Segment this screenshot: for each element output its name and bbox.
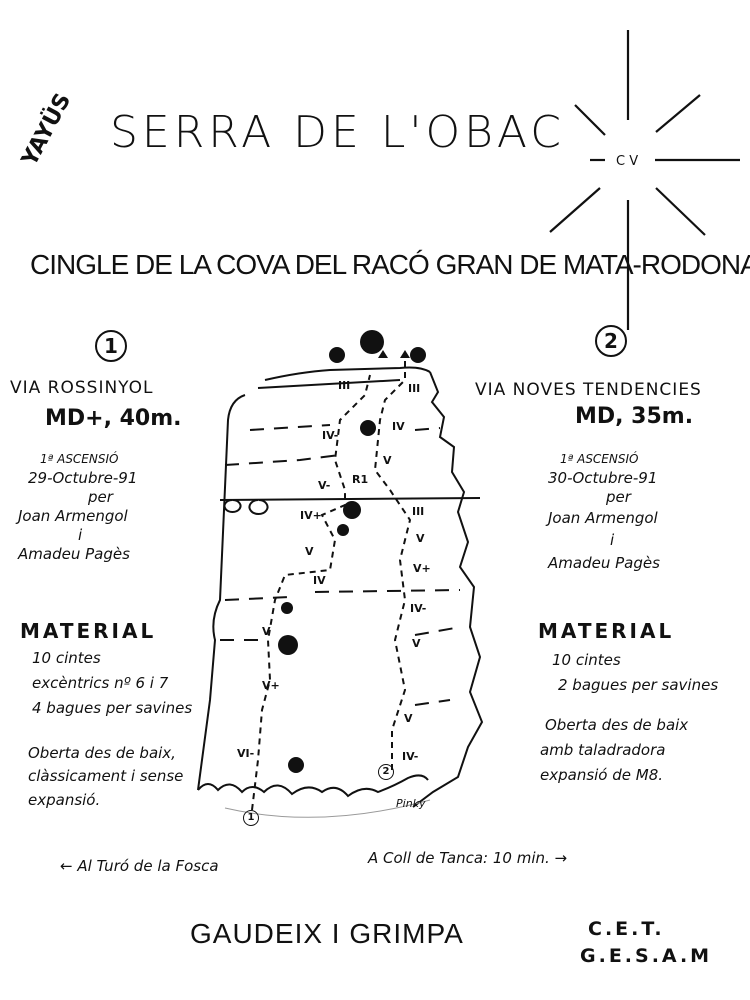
route-2-climber-1: Joan Armengol (548, 509, 658, 527)
route-1-climber-2: Amadeu Pagès (18, 545, 130, 563)
compass-star-icon (549, 30, 740, 330)
grade-label: V (305, 545, 314, 558)
route-2-climber-2: Amadeu Pagès (548, 554, 660, 572)
artist-signature: Pinky (396, 797, 426, 810)
grade-label: IV (392, 420, 405, 433)
page-title: SERRA DE L'OBAC (110, 107, 565, 158)
route-1-note: clàssicament i sense (28, 767, 184, 785)
summit-arrow-icon (378, 350, 410, 358)
route-1-material-item: 4 bagues per savines (32, 699, 193, 717)
route-1-material-item: 10 cintes (32, 649, 101, 667)
route-1-and: i (78, 526, 83, 544)
route-1-line (251, 374, 371, 811)
rock-face (197, 366, 484, 818)
route-1-per: per (88, 488, 113, 506)
direction-right: A Coll de Tanca: 10 min. → (368, 849, 568, 867)
route-2-material-item: 10 cintes (552, 651, 621, 669)
grade-label: IV- (322, 429, 339, 442)
grade-label: IV (313, 574, 326, 587)
route-2-material-item: 2 bagues per savines (558, 676, 719, 694)
grade-label: V+ (262, 679, 280, 692)
grade-label: VI- (237, 747, 255, 760)
route-1-material-title: MATERIAL (20, 619, 157, 643)
route-1-ascent-label: 1ª ASCENSIÓ (40, 452, 119, 466)
grade-label: V (412, 637, 421, 650)
route-2-note: amb taladradora (540, 741, 666, 759)
route-2-and: i (610, 531, 615, 549)
route-2-note: expansió de M8. (540, 766, 664, 784)
compass-label: C V (616, 154, 638, 169)
grade-label: IV- (410, 602, 427, 615)
grade-label: V- (318, 479, 331, 492)
route-2-note: Oberta des de baix (545, 716, 689, 734)
grade-label: V (416, 532, 425, 545)
route-1-date: 29-Octubre-91 (28, 469, 138, 487)
route-1-note: expansió. (28, 791, 101, 809)
route-2-per: per (606, 488, 631, 506)
footer-motto: GAUDEIX I GRIMPA (190, 918, 464, 949)
route-1-number: 1 (95, 330, 127, 362)
belay-label: R1 (352, 473, 369, 486)
grade-label: III (338, 379, 351, 392)
route-2-date: 30-Octubre-91 (548, 469, 658, 487)
route-2-line (373, 360, 412, 770)
route-1-climber-1: Joan Armengol (18, 507, 128, 525)
direction-left: ← Al Turó de la Fosca (60, 857, 219, 875)
route-1-name: VIA ROSSINYOL (10, 378, 154, 398)
route-2-number: 2 (595, 325, 627, 357)
route-2-start-marker: 2 (378, 764, 394, 780)
route-1-grade: MD+, 40m. (45, 406, 182, 431)
club-line-1: C.E.T. (588, 918, 665, 940)
grade-label: IV- (402, 750, 419, 763)
route-1-material-item: excèntrics nº 6 i 7 (32, 674, 169, 692)
route-2-grade: MD, 35m. (575, 404, 694, 429)
bushes (278, 330, 426, 773)
grade-label: IV+ (300, 509, 322, 522)
grade-label: V (404, 712, 413, 725)
grade-label: V (383, 454, 392, 467)
grade-label: V+ (413, 562, 431, 575)
route-2-material-title: MATERIAL (538, 619, 675, 643)
grade-label: V (262, 625, 271, 638)
grade-label: III (412, 505, 425, 518)
ledge-lines (220, 424, 461, 706)
club-line-2: G.E.S.A.M (580, 945, 713, 967)
route-1-note: Oberta des de baix, (28, 744, 176, 762)
page-subtitle: CINGLE DE LA COVA DEL RACÓ GRAN DE MATA-… (30, 249, 750, 280)
route-1-start-marker: 1 (243, 810, 259, 826)
grade-label: III (408, 382, 421, 395)
route-2-name: VIA NOVES TENDENCIES (475, 380, 702, 400)
route-2-ascent-label: 1ª ASCENSIÓ (560, 452, 639, 466)
